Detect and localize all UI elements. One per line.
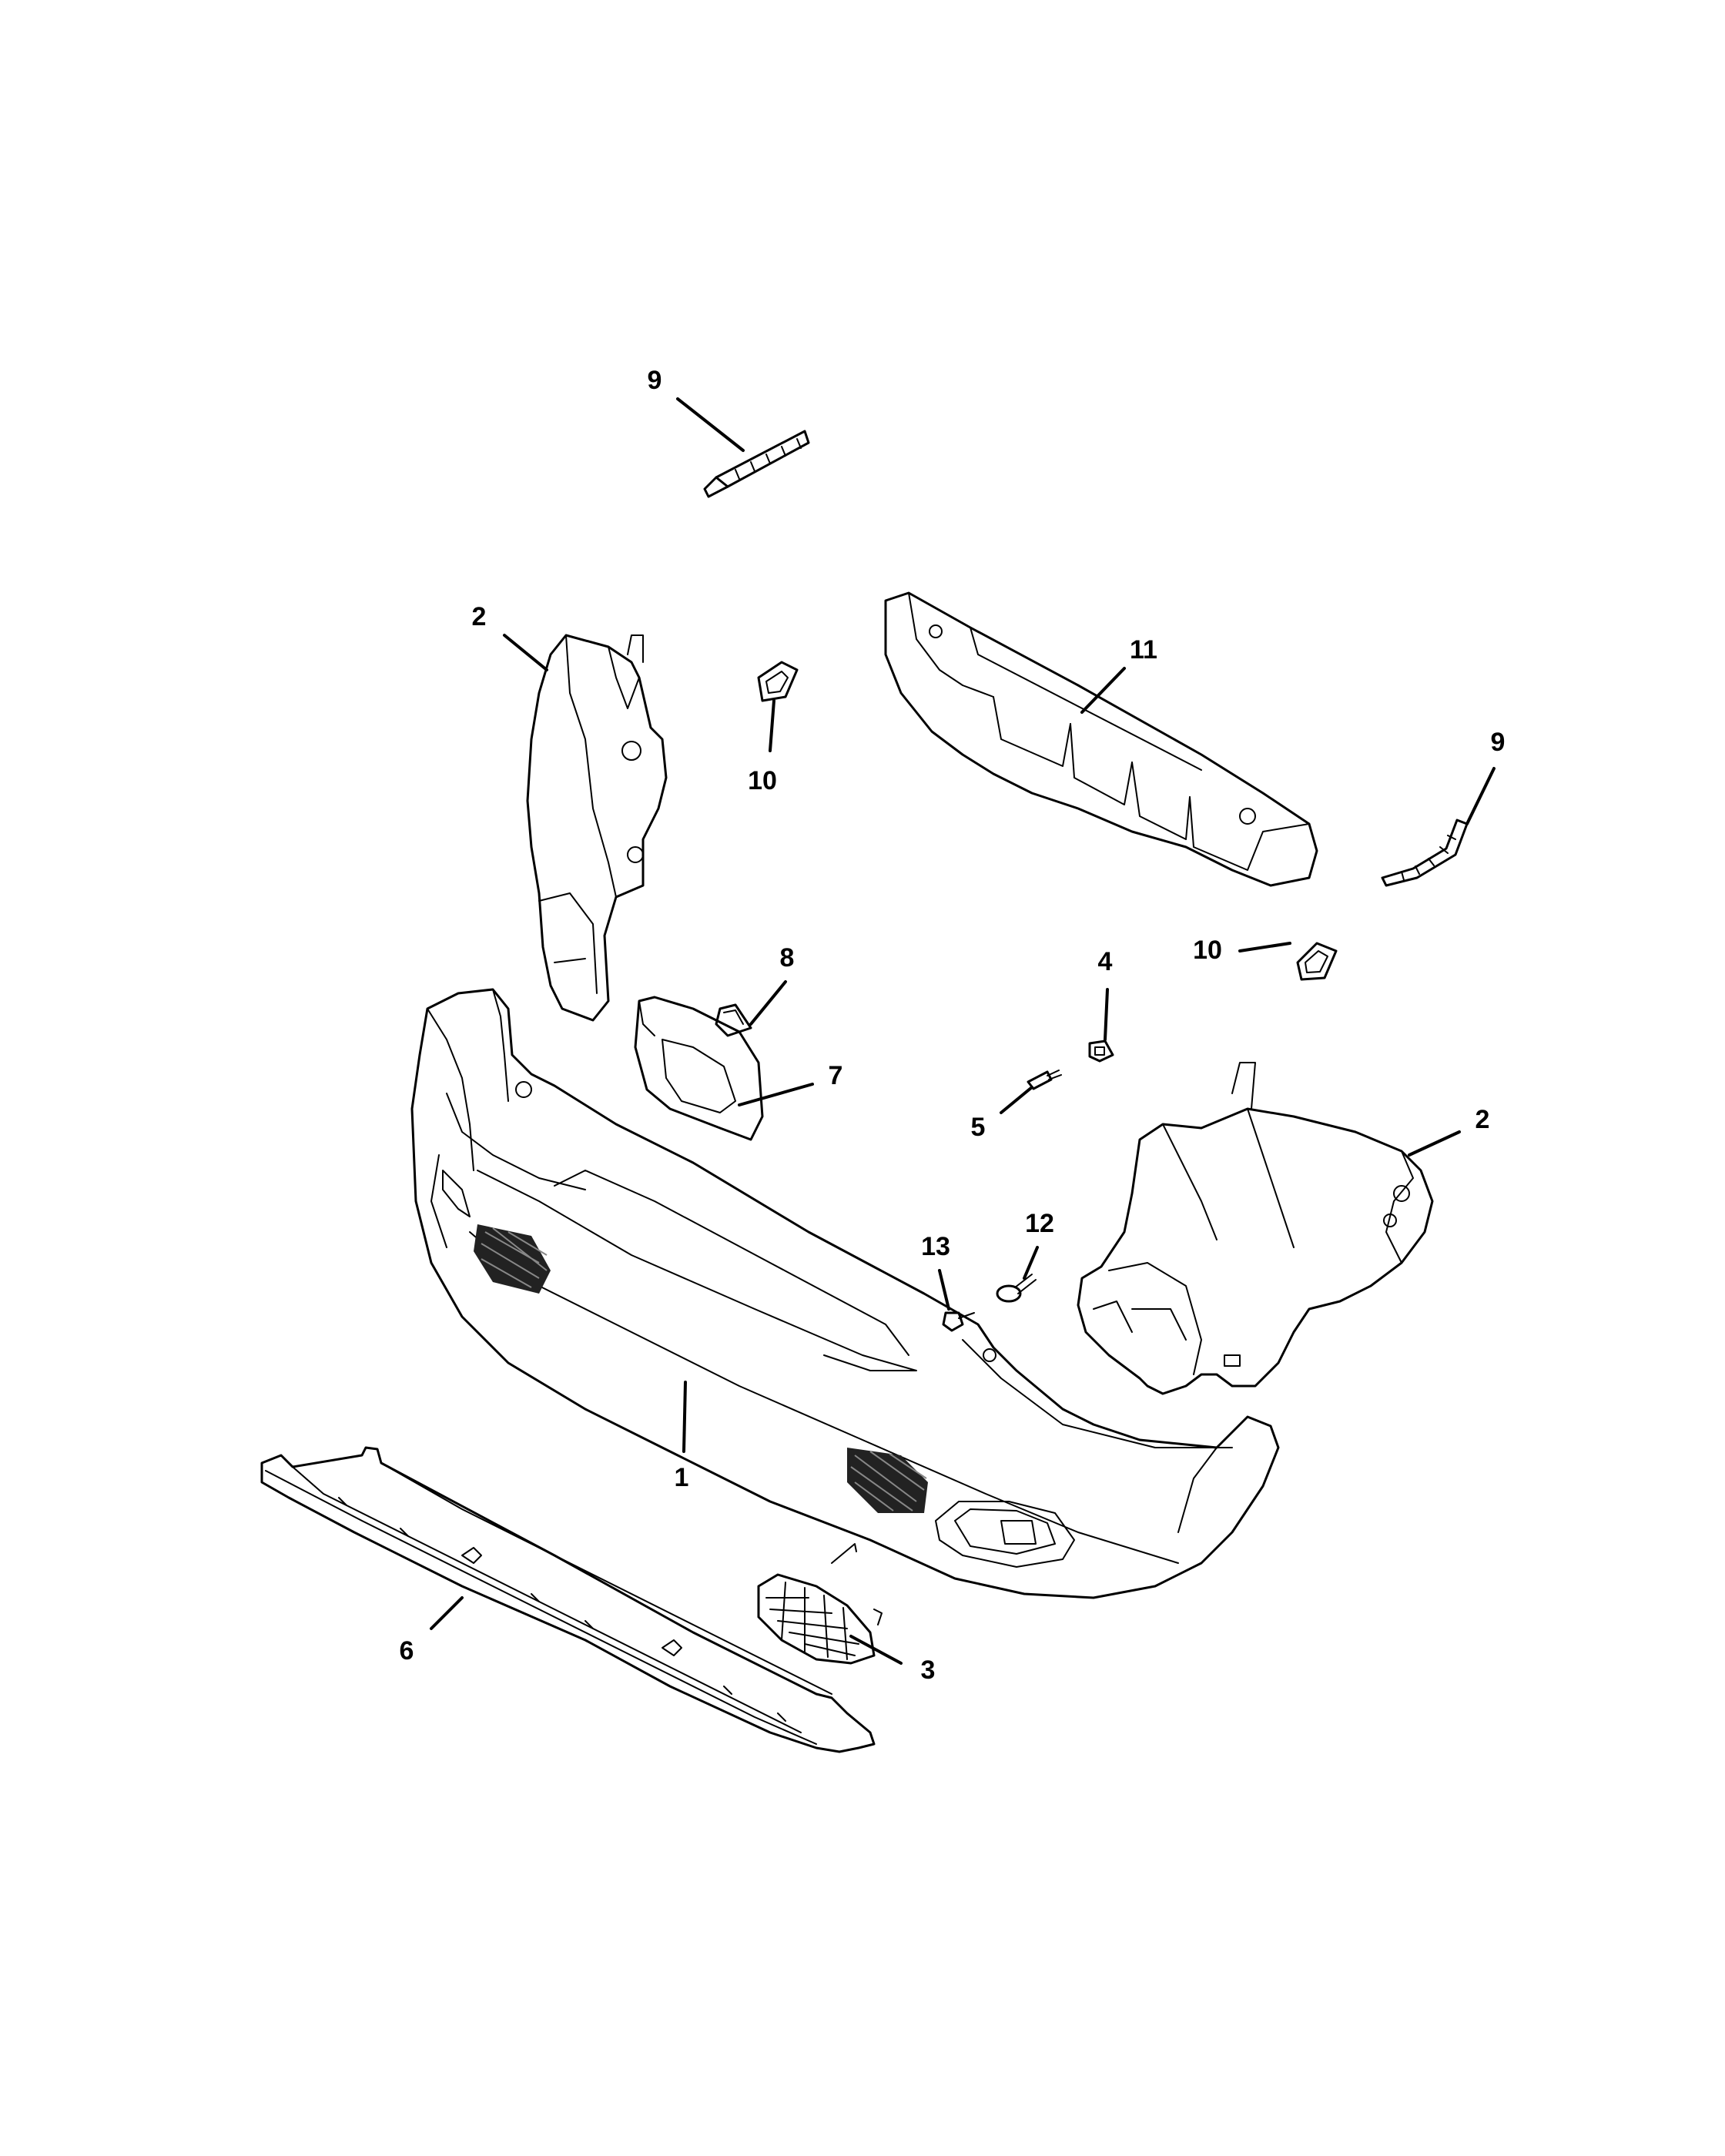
part-2-support-left [526,634,668,1022]
leader-8 [749,980,787,1026]
part-10-retainer-left [757,661,799,702]
leader-6 [430,1596,464,1630]
callouts: 9 2 10 11 9 10 8 4 7 5 2 12 13 1 6 3 [400,366,1506,1685]
part-11-absorber [884,591,1318,887]
callout-5: 5 [971,1113,986,1142]
callout-4: 4 [1098,947,1113,976]
part-9-bracket-upper [703,430,810,498]
leader-10-right [1238,942,1291,952]
callout-12: 12 [1025,1209,1054,1238]
part-1-fascia-grille-right [847,1448,928,1513]
callout-7: 7 [829,1061,843,1090]
leader-9-right [1465,767,1496,825]
callout-2-left: 2 [472,602,487,631]
callout-3: 3 [921,1656,936,1685]
part-12-pin [996,1274,1037,1303]
part-13-screw [942,1311,975,1332]
leader-2-right [1408,1130,1461,1157]
part-10-retainer-right [1296,942,1338,981]
leader-4 [1104,988,1109,1041]
part-1-fascia-grille-left [474,1224,551,1294]
callout-8: 8 [780,943,795,973]
part-5-bolt [1027,1070,1062,1090]
callout-1: 1 [675,1463,689,1492]
part-3-grille [757,1543,883,1665]
callout-9-right: 9 [1491,728,1506,757]
leader-3 [849,1635,903,1665]
part-8-clip [715,1003,752,1037]
part-1-fascia [410,988,1280,1599]
callout-9-upper: 9 [648,366,662,395]
leader-2-left [503,634,548,671]
part-4-nut [1088,1040,1114,1063]
part-2-support-right [1077,1062,1434,1395]
leader-1 [682,1381,687,1453]
leader-12 [1023,1246,1039,1280]
callout-2-right: 2 [1475,1105,1490,1134]
leader-7 [738,1083,814,1106]
callout-11: 11 [1130,635,1157,665]
leader-5 [1000,1086,1033,1114]
leader-10-left [769,699,775,752]
callout-10-right: 10 [1193,936,1222,965]
part-7-bracket [634,996,764,1141]
callout-6: 6 [400,1636,414,1666]
part-6-valance [260,1446,876,1753]
leader-9-upper [676,397,745,452]
leader-lines [430,397,1496,1665]
leader-13 [938,1269,950,1311]
callout-13: 13 [921,1232,950,1261]
callout-10-left: 10 [748,766,777,795]
leader-11 [1080,667,1126,714]
part-9-bracket-right [1381,819,1469,887]
